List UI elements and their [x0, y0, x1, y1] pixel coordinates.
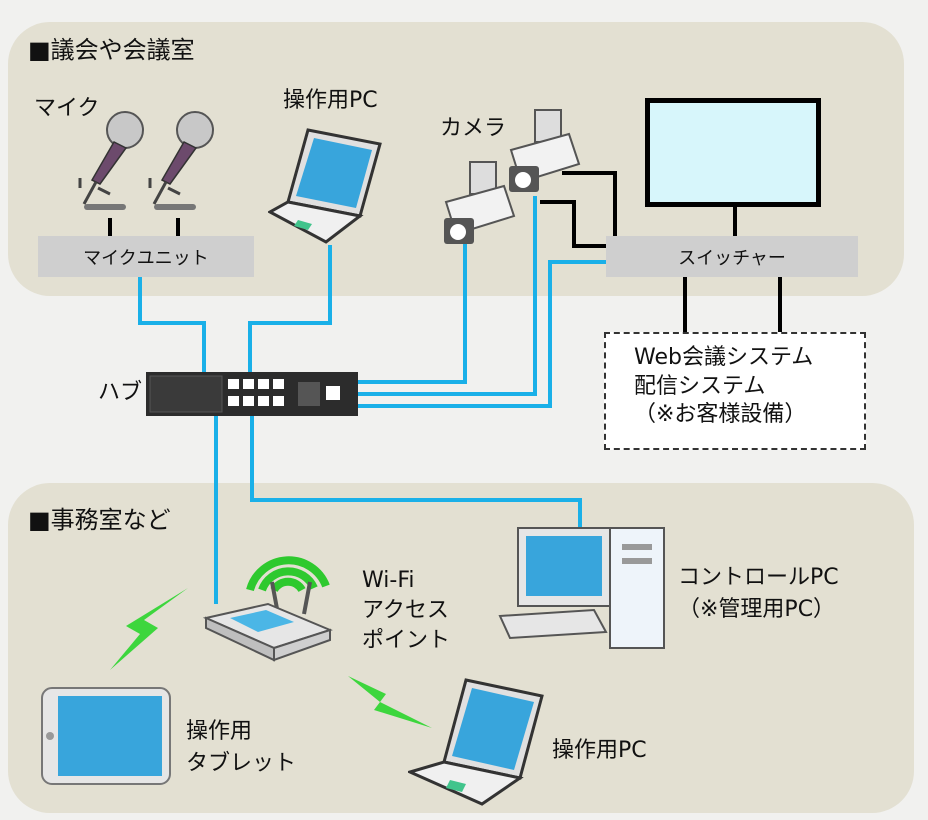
web-system-line: （※お客様設備）: [634, 402, 807, 428]
tablet-label-line: タブレット: [186, 751, 297, 776]
wifi-label: Wi-Fi アクセス ポイント: [362, 566, 450, 656]
tablet-icon: [40, 686, 172, 790]
security-camera-icon: [440, 160, 520, 254]
hub-label: ハブ: [98, 380, 143, 405]
microphone-icon: [70, 108, 150, 222]
microphone-icon: [140, 108, 220, 222]
switcher-label: スイッチャー: [678, 247, 786, 269]
wireless-signal-icon: [104, 584, 194, 678]
network-hub-icon: [146, 372, 358, 420]
wifi-label-line: Wi-Fi: [362, 568, 415, 593]
control-pc-line: コントロールPC: [678, 565, 839, 590]
wifi-router-icon: [200, 530, 340, 674]
mic-label: マイク: [34, 96, 100, 121]
security-camera-icon: [505, 108, 585, 202]
wireless-signal-icon: [346, 672, 436, 736]
web-system-box: Web会議システム 配信システム （※お客様設備）: [604, 332, 866, 450]
office-heading: ■事務室など: [28, 506, 171, 534]
camera-label: カメラ: [440, 116, 507, 141]
control-pc-label: コントロールPC （※管理用PC）: [678, 562, 839, 626]
pc-bottom-label: 操作用PC: [552, 738, 647, 763]
wifi-label-line: アクセス: [362, 598, 449, 623]
web-system-line: Web会議システム: [634, 345, 814, 370]
tablet-label: 操作用 タブレット: [186, 716, 296, 780]
switcher-box: スイッチャー: [606, 236, 858, 277]
pc-top-label: 操作用PC: [283, 88, 378, 113]
meeting-room-heading: ■議会や会議室: [28, 36, 195, 64]
mic-unit-box: マイクユニット: [38, 236, 254, 277]
laptop-icon: [405, 674, 548, 810]
wifi-label-line: ポイント: [362, 628, 451, 653]
mic-unit-label: マイクユニット: [83, 247, 209, 269]
web-system-line: 配信システム: [634, 373, 766, 399]
tablet-label-line: 操作用: [186, 719, 253, 744]
desktop-pc-icon: [498, 524, 668, 656]
laptop-icon: [266, 124, 392, 248]
control-pc-line: （※管理用PC）: [678, 597, 836, 622]
monitor-icon: [645, 98, 821, 207]
